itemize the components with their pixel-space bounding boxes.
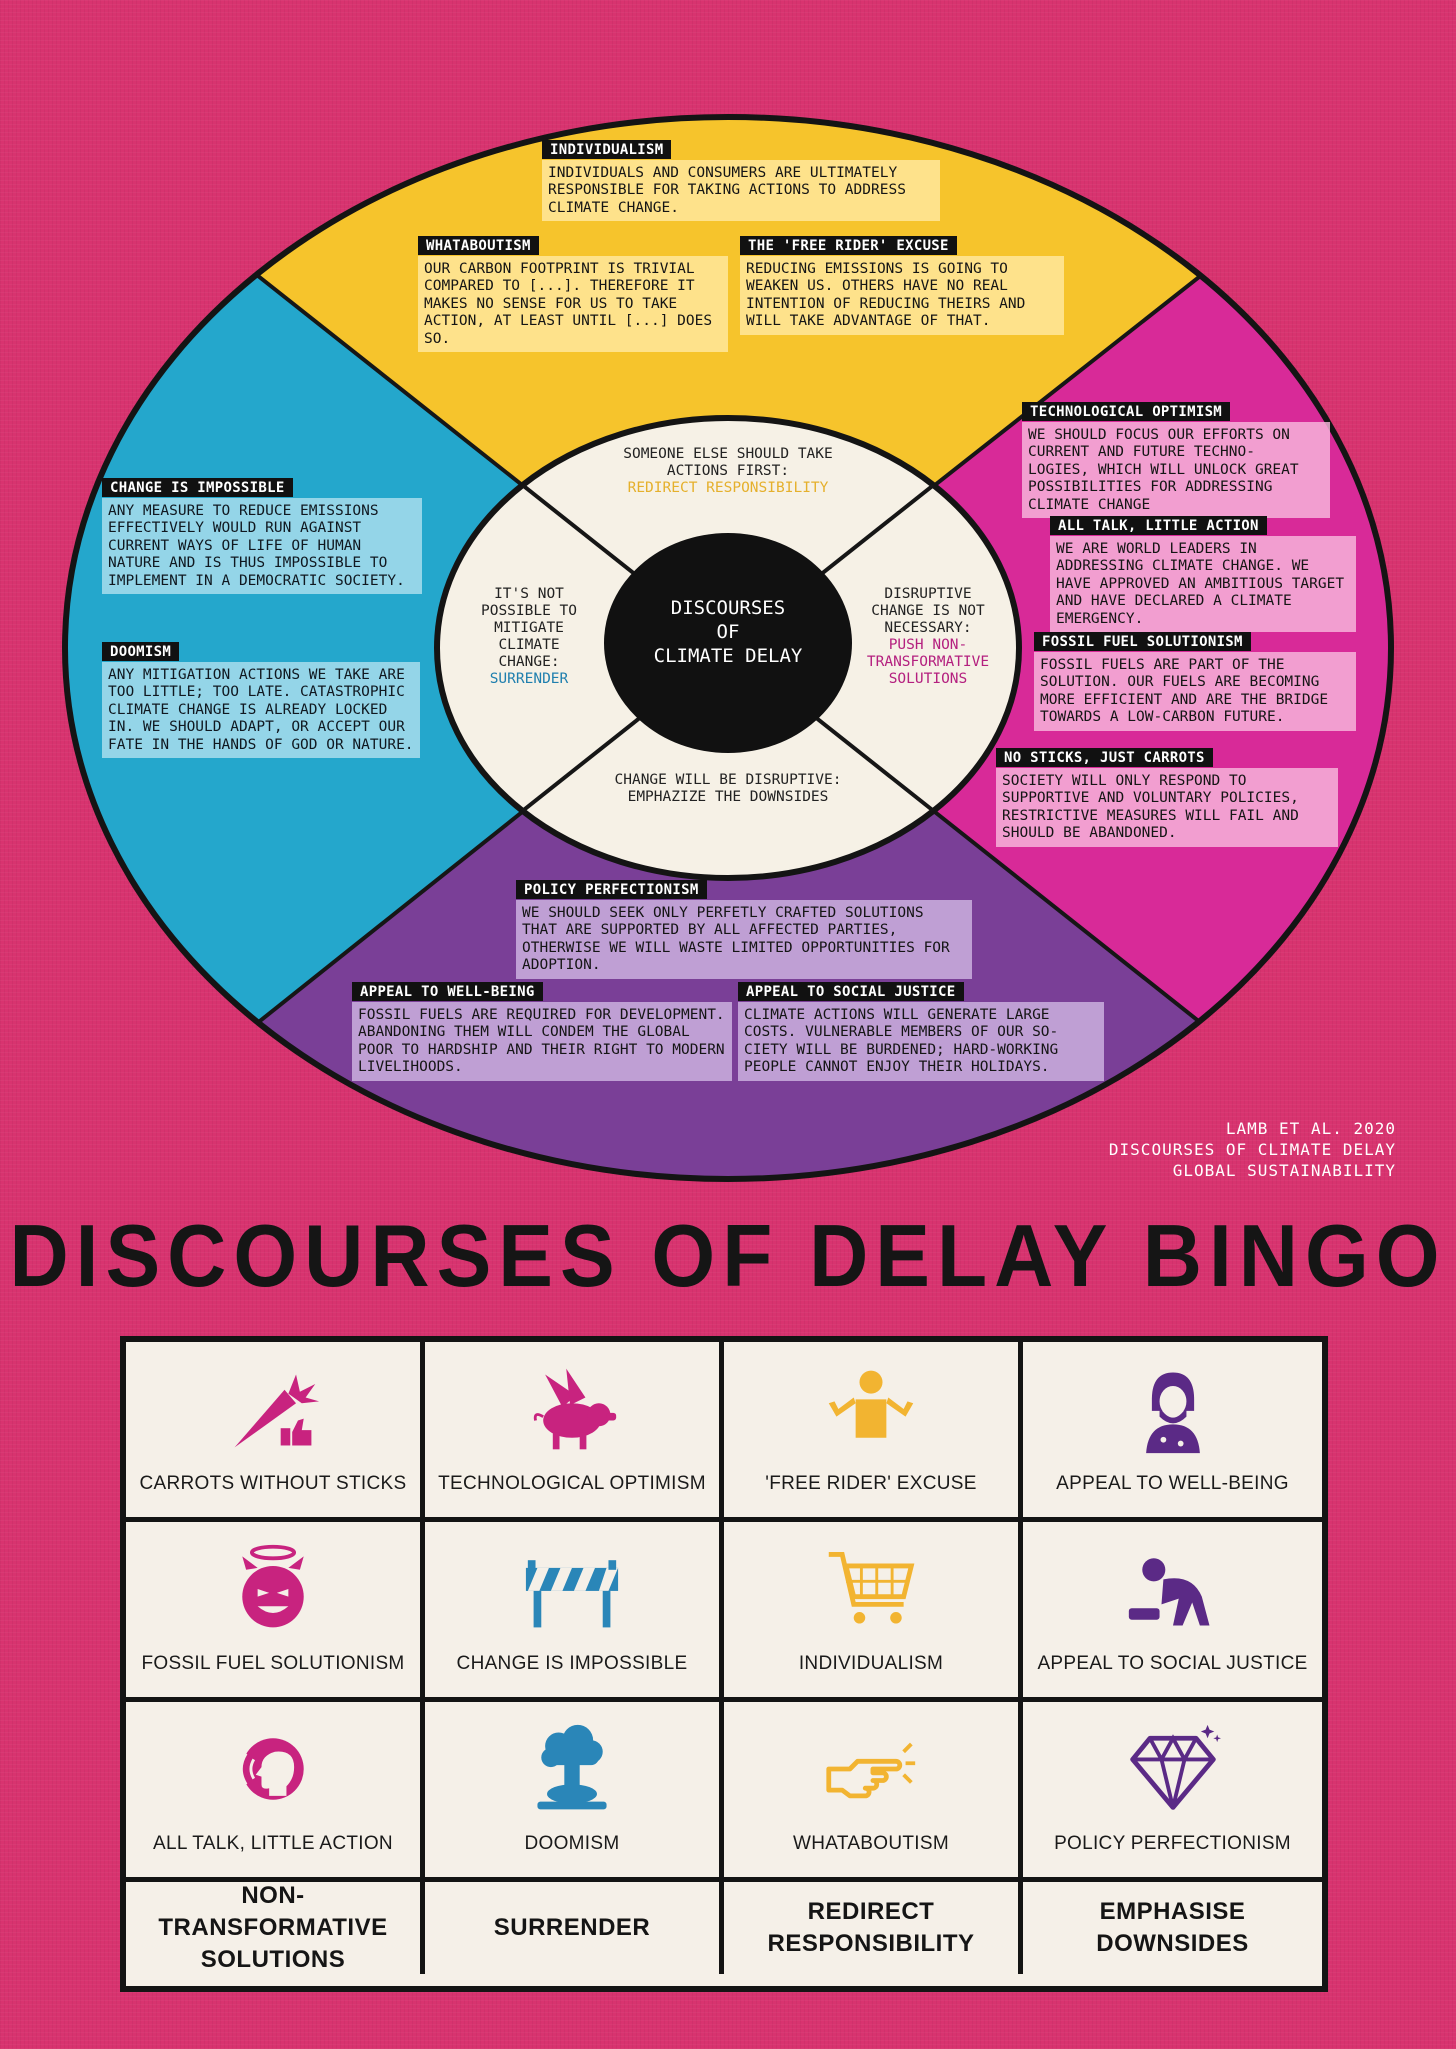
bingo-cell-carrots-without-sticks[interactable]: CARROTS WITHOUT STICKS	[126, 1342, 425, 1522]
wheel-center-title: DISCOURSES OF CLIMATE DELAY	[653, 597, 803, 667]
inner-label-downsides: CHANGE WILL BE DISRUPTIVE: EMPHAZIZE THE…	[614, 772, 842, 805]
bingo-cell-free-rider[interactable]: 'FREE RIDER' EXCUSE	[724, 1342, 1023, 1522]
category-redirect-responsibility: REDIRECT RESPONSIBILITY	[724, 1882, 1023, 1974]
pointing-hand-icon	[826, 1742, 916, 1799]
discourse-individualism: INDIVIDUALISM INDIVIDUALS AND CONSUMERS …	[542, 140, 940, 221]
discourse-change-impossible: CHANGE IS IMPOSSIBLE ANY MEASURE TO REDU…	[102, 478, 422, 594]
source-credit: LAMB ET AL. 2020 DISCOURSES OF CLIMATE D…	[1108, 1119, 1396, 1180]
devil-angel-icon	[242, 1544, 304, 1628]
bingo-cell-doomism[interactable]: DOOMISM	[425, 1702, 724, 1882]
bingo-cell-whataboutism[interactable]: WHATABOUTISM	[724, 1702, 1023, 1882]
bingo-title: DISCOURSES OF DELAY BINGO	[9, 1207, 1447, 1306]
category-emphasise-downsides: EMPHASISE DOWNSIDES	[1096, 1898, 1249, 1957]
bingo-cell-appeal-to-social-justice[interactable]: APPEAL TO SOCIAL JUSTICE	[1023, 1522, 1322, 1702]
flying-pig-icon	[533, 1368, 617, 1450]
discourse-tech-optimism: TECHNOLOGICAL OPTIMISM WE SHOULD FOCUS O…	[1022, 402, 1330, 518]
shopping-cart-icon	[828, 1552, 915, 1624]
discourse-well-being: APPEAL TO WELL-BEING FOSSIL FUELS ARE RE…	[352, 982, 732, 1081]
category-surrender: SURRENDER	[425, 1882, 724, 1974]
category-non-transformative: NON- TRANSFORMATIVE SOLUTIONS	[126, 1882, 425, 1974]
discourse-free-rider: THE 'FREE RIDER' EXCUSE REDUCING EMISSIO…	[740, 236, 1064, 335]
carrot-thumbs-up-icon	[234, 1374, 320, 1448]
bingo-cell-change-is-impossible[interactable]: CHANGE IS IMPOSSIBLE	[425, 1522, 724, 1702]
discourse-no-sticks: NO STICKS, JUST CARROTS SOCIETY WILL ONL…	[996, 748, 1338, 847]
outer-ring	[62, 114, 1394, 1182]
discourse-social-justice: APPEAL TO SOCIAL JUSTICE CLIMATE ACTIONS…	[738, 982, 1104, 1081]
barrier-icon	[525, 1560, 619, 1628]
discourse-fossil-fuel: FOSSIL FUEL SOLUTIONISM FOSSIL FUELS ARE…	[1034, 632, 1356, 731]
discourse-policy-perfectionism: POLICY PERFECTIONISM WE SHOULD SEEK ONLY…	[516, 880, 972, 979]
discourse-whataboutism: WHATABOUTISM OUR CARBON FOOTPRINT IS TRI…	[418, 236, 728, 352]
shrugging-person-icon	[828, 1370, 914, 1438]
crouching-person-icon	[1128, 1558, 1209, 1626]
caveman-icon	[1145, 1372, 1200, 1454]
bingo-cell-individualism[interactable]: INDIVIDUALISM	[724, 1522, 1023, 1702]
bingo-cell-appeal-to-well-being[interactable]: APPEAL TO WELL-BEING	[1023, 1342, 1322, 1522]
bingo-cell-all-talk-little-action[interactable]: ALL TALK, LITTLE ACTION	[126, 1702, 425, 1882]
talking-head-icon	[239, 1738, 304, 1800]
bingo-cell-fossil-fuel-solutionism[interactable]: FOSSIL FUEL SOLUTIONISM	[126, 1522, 425, 1702]
inner-label-surrender: IT'S NOT POSSIBLE TO MITIGATE CLIMATE CH…	[480, 586, 578, 687]
discourse-doomism: DOOMISM ANY MITIGATION ACTIONS WE TAKE A…	[102, 642, 420, 758]
discourse-all-talk: ALL TALK, LITTLE ACTION WE ARE WORLD LEA…	[1050, 516, 1356, 632]
bingo-cell-technological-optimism[interactable]: TECHNOLOGICAL OPTIMISM	[425, 1342, 724, 1522]
bingo-grid: CARROTS WITHOUT STICKS TECHNOLOGICAL OPT…	[120, 1336, 1328, 1992]
center-core	[604, 533, 852, 753]
inner-label-non-transformative: DISRUPTIVE CHANGE IS NOT NECESSARY: PUSH…	[866, 586, 990, 687]
bingo-cell-policy-perfectionism[interactable]: POLICY PERFECTIONISM	[1023, 1702, 1322, 1882]
inner-label-redirect: SOMEONE ELSE SHOULD TAKE ACTIONS FIRST: …	[623, 446, 833, 496]
mushroom-cloud-icon	[537, 1724, 607, 1810]
diamond-icon	[1129, 1724, 1221, 1810]
